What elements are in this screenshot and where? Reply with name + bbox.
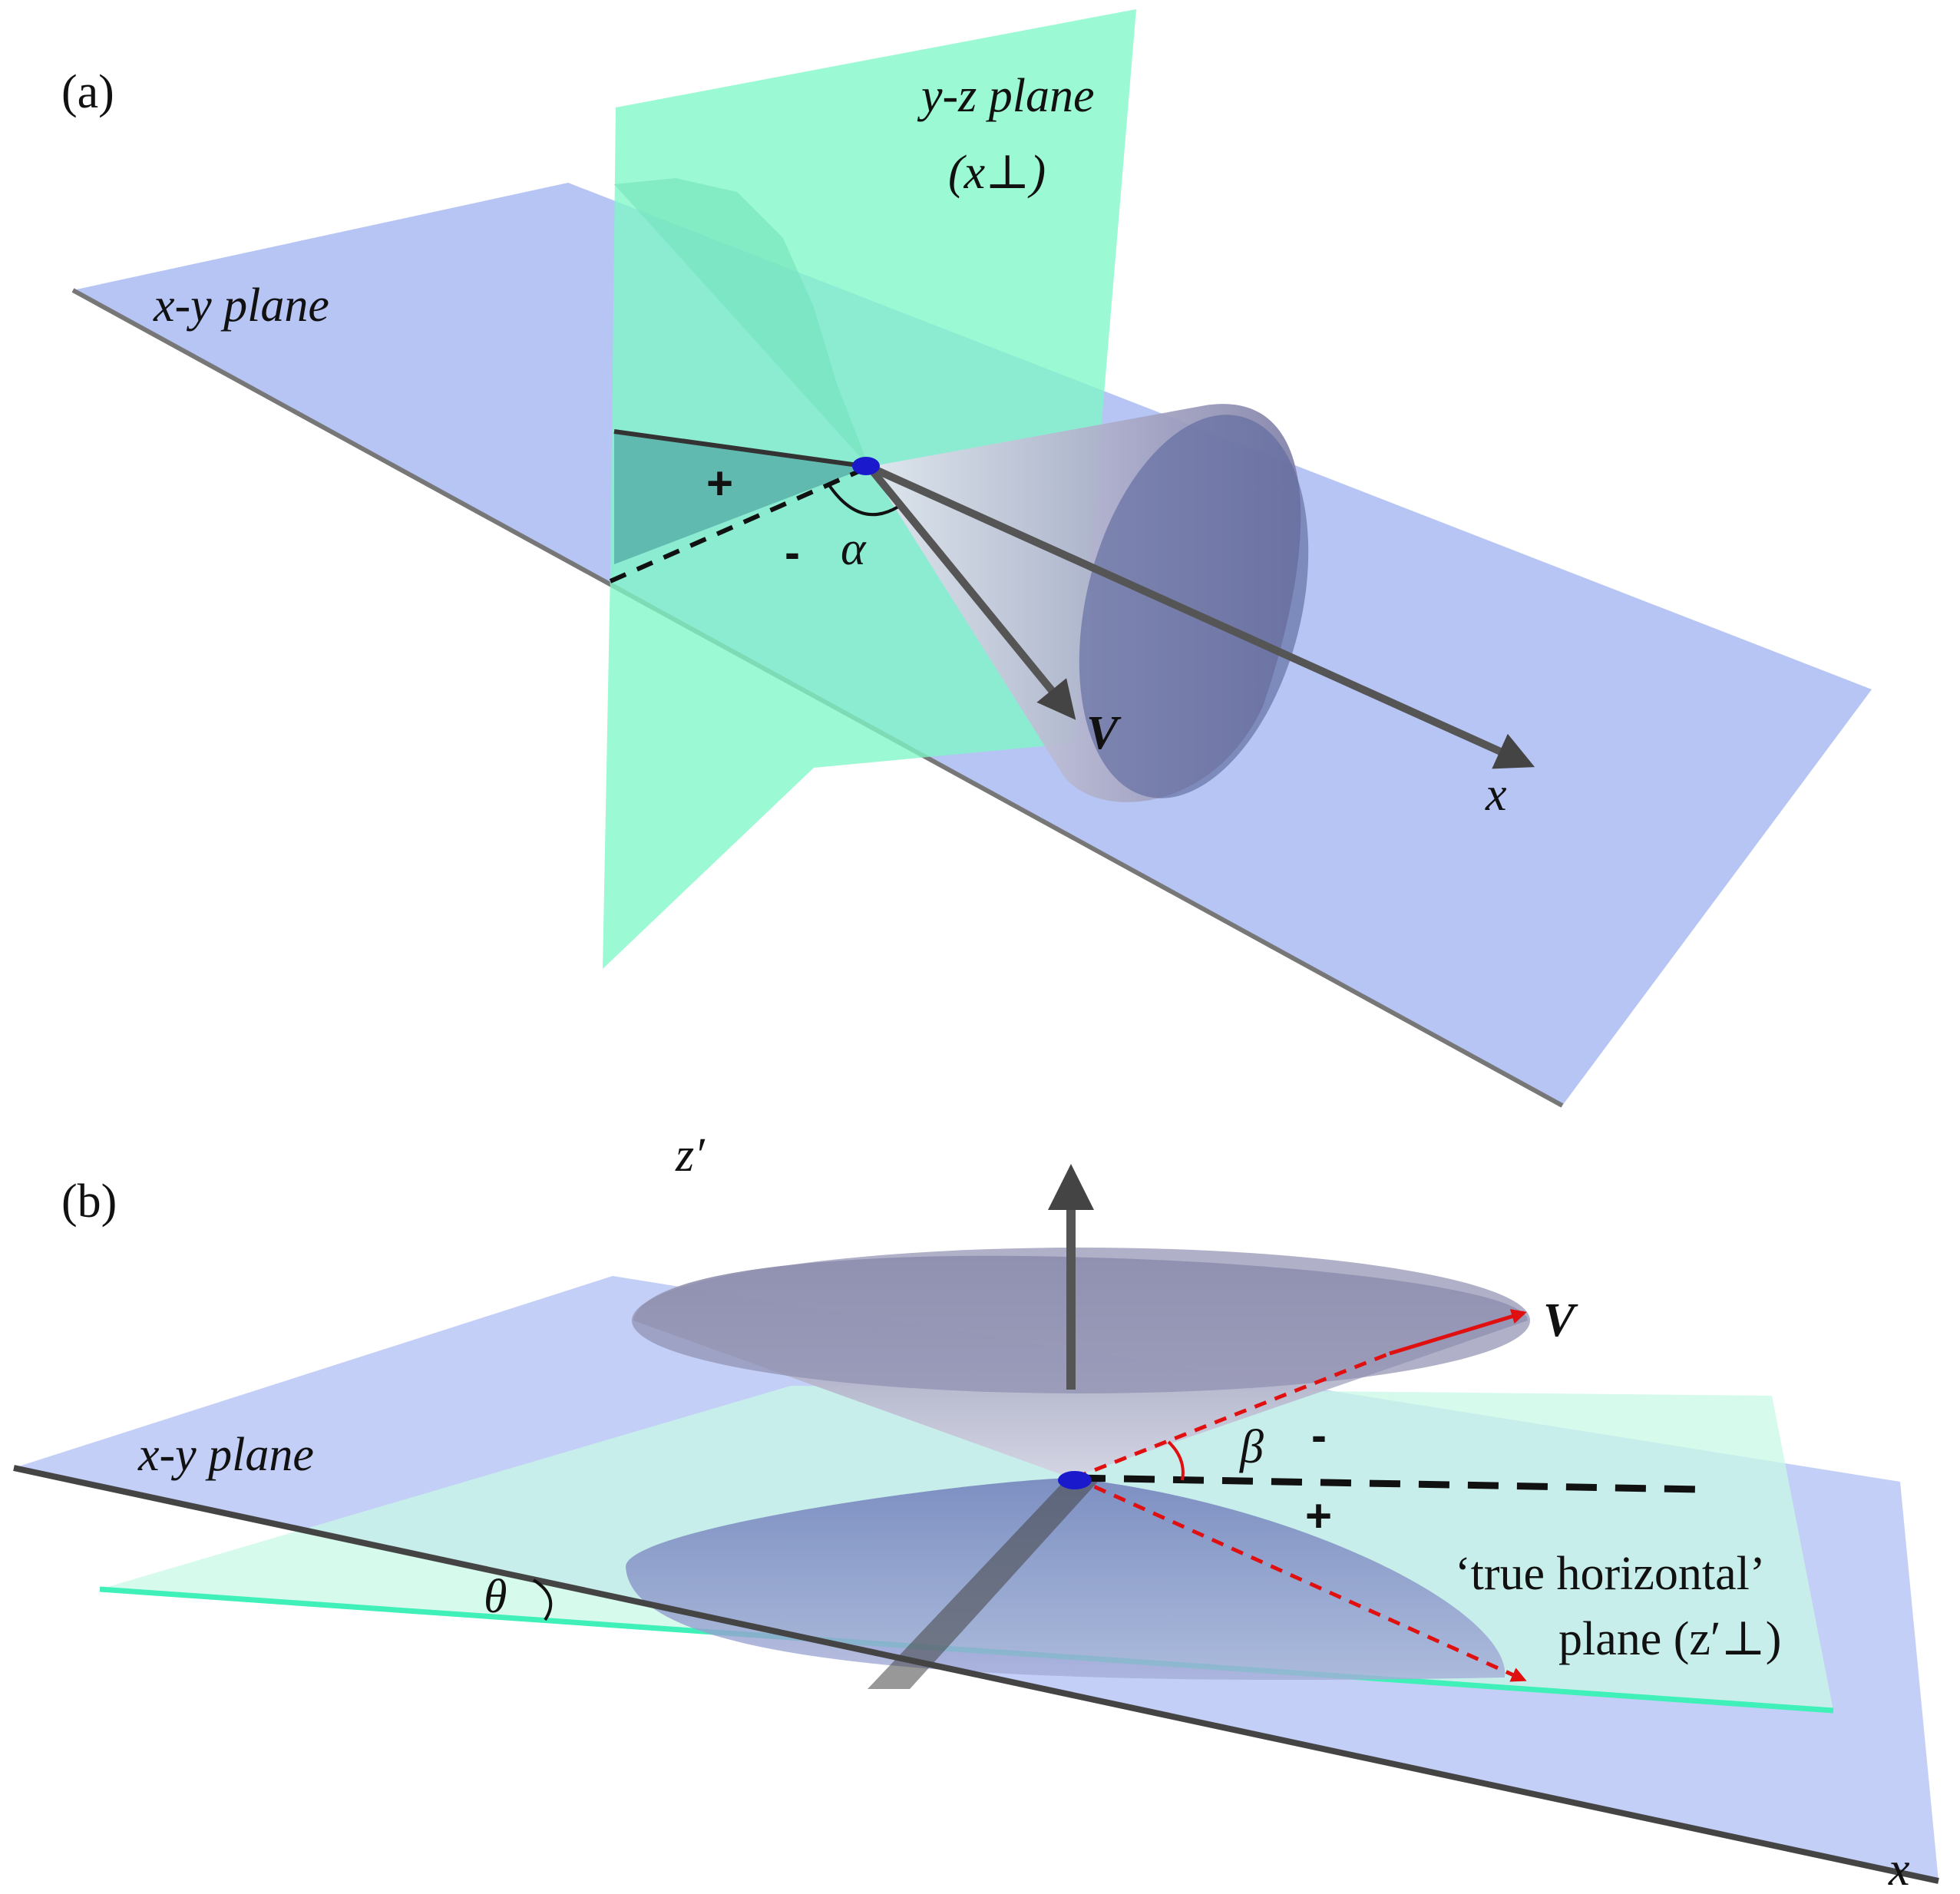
upper-cone-b-rim bbox=[632, 1248, 1530, 1393]
yz-plane-a bbox=[603, 9, 1136, 969]
v-label-a: V bbox=[1086, 707, 1122, 759]
xy-plane-a-label: x-y plane bbox=[153, 279, 329, 332]
red-dashed-lower bbox=[1073, 1476, 1527, 1682]
beta-label: β bbox=[1239, 1421, 1264, 1473]
xy-plane-b-label: x-y plane bbox=[137, 1429, 314, 1481]
panel-a-label: (a) bbox=[61, 66, 114, 118]
theta-label: θ bbox=[484, 1571, 507, 1623]
apex-a bbox=[852, 457, 880, 475]
panel-b-label: (b) bbox=[61, 1175, 117, 1228]
plus-line-a bbox=[613, 429, 870, 469]
alpha-label: α bbox=[841, 523, 867, 575]
x-axis-b bbox=[13, 1465, 1939, 1884]
front-cone-a-base bbox=[1079, 415, 1309, 798]
yz-plane-sub-label: (x⊥) bbox=[948, 147, 1046, 199]
panel-b: (b) z′ V β - + bbox=[13, 1129, 1939, 1894]
lower-strip-b bbox=[868, 1478, 1098, 1689]
plus-sign-b: + bbox=[1305, 1490, 1332, 1542]
theta-arc bbox=[532, 1578, 553, 1621]
x-axis-label-b: x bbox=[1888, 1843, 1910, 1894]
v-label-b: V bbox=[1543, 1294, 1578, 1347]
lower-cone-b bbox=[626, 1478, 1506, 1681]
true-horizontal-sub-label: plane (z′⊥) bbox=[1558, 1613, 1781, 1665]
yz-plane-label: y-z plane bbox=[917, 70, 1095, 122]
apex-b bbox=[1058, 1471, 1092, 1489]
x-axis-label-a: x bbox=[1485, 769, 1507, 821]
x-axis-a bbox=[867, 463, 1535, 769]
alpha-arc-a bbox=[828, 484, 900, 517]
panel-a: (a) x-y plane y-z plane (x⊥) + - α V x bbox=[61, 9, 1872, 1108]
v-vector-b bbox=[1389, 1309, 1527, 1356]
back-cone-shadow-a bbox=[614, 431, 869, 564]
minus-sign-b: - bbox=[1311, 1410, 1327, 1461]
true-horizontal-label: ‘true horizontal’ bbox=[1455, 1548, 1766, 1600]
minus-line-a bbox=[609, 464, 871, 583]
minus-sign-a: - bbox=[785, 527, 800, 578]
horizontal-dashed-line-b bbox=[1074, 1474, 1701, 1493]
z-prime-label: z′ bbox=[675, 1129, 706, 1182]
beta-arc bbox=[1167, 1440, 1185, 1481]
v-vector-a bbox=[866, 464, 1076, 720]
red-dashed-upper bbox=[1074, 1351, 1390, 1480]
plus-sign-a: + bbox=[706, 458, 733, 509]
